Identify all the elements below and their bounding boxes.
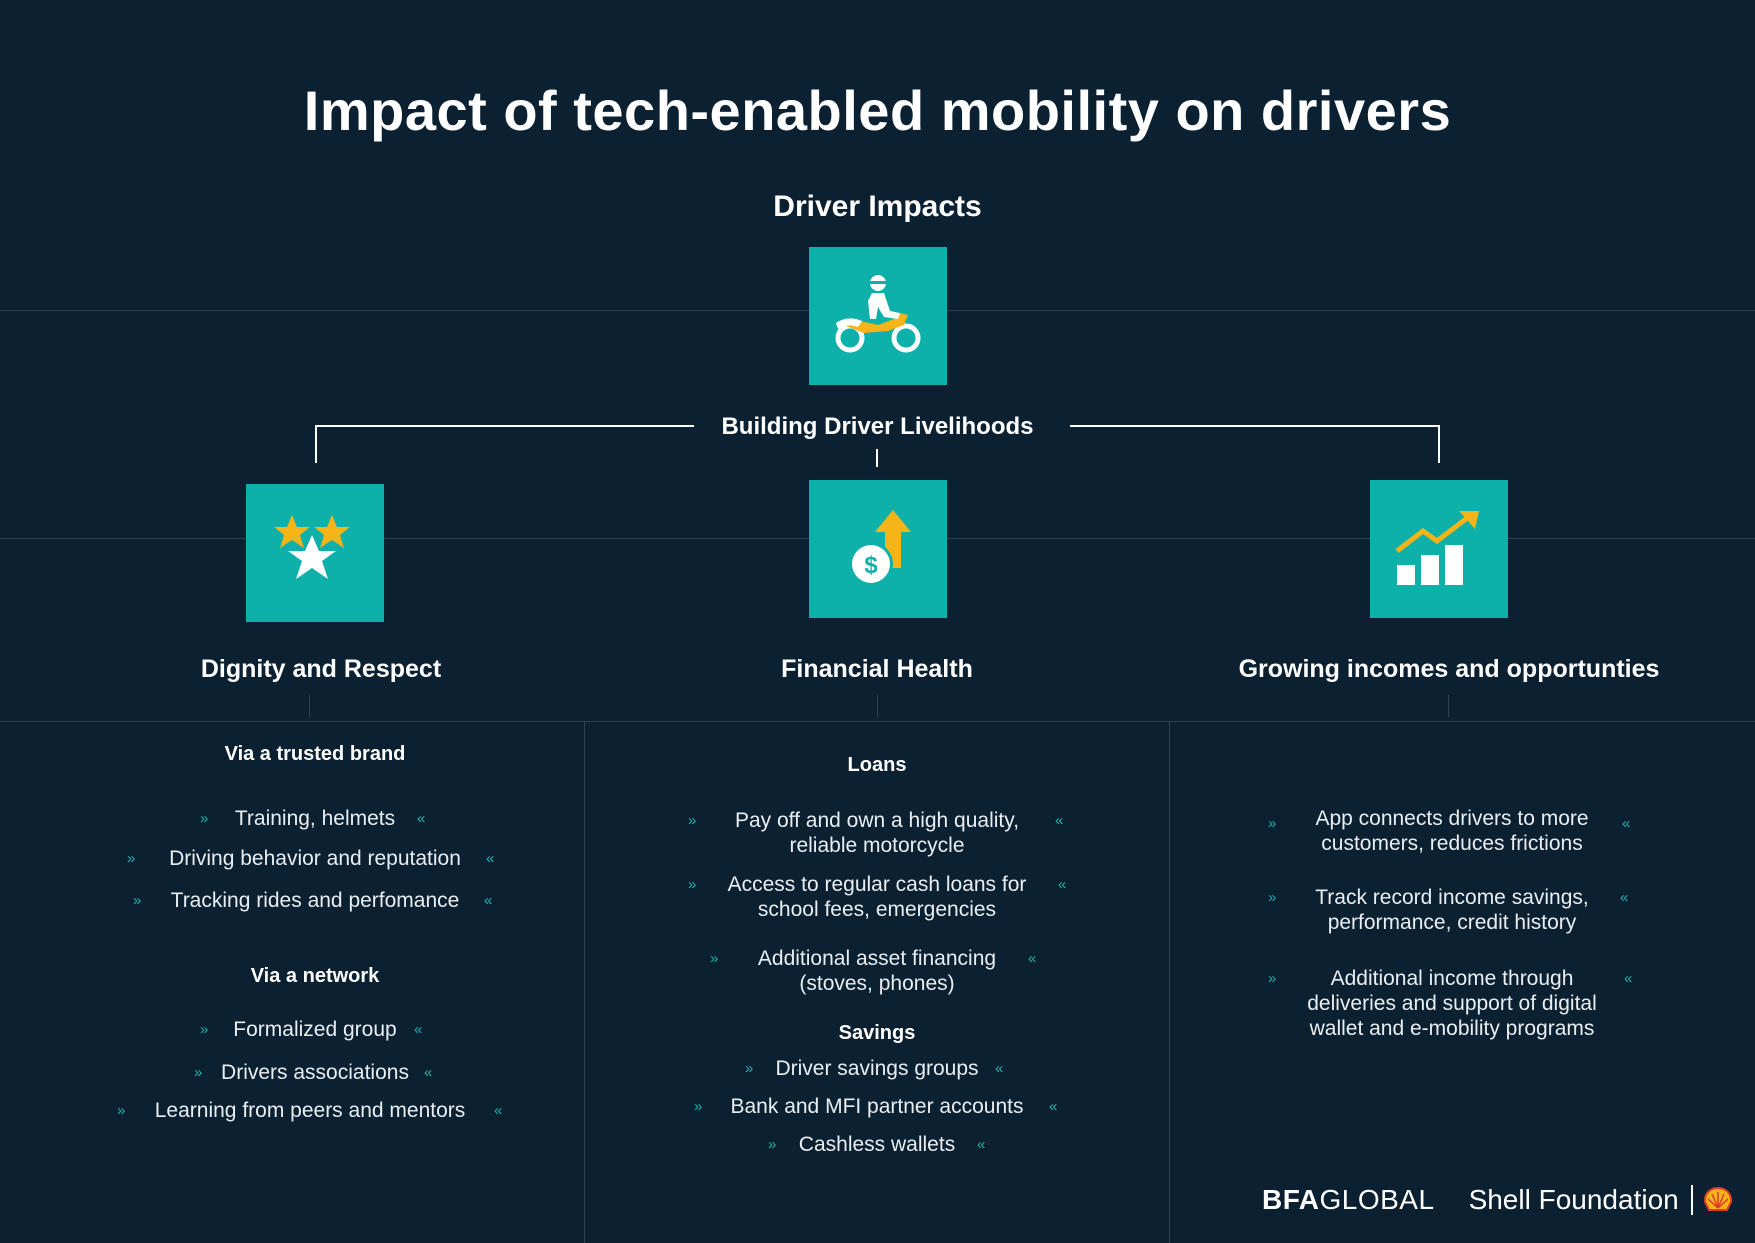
driver-impacts-heading: Driver Impacts [773, 190, 982, 223]
chevron-left-icon: « [486, 850, 495, 867]
chevron-left-icon: « [1620, 889, 1629, 906]
chevron-left-icon: « [484, 892, 493, 909]
category-title-growing: Growing incomes and opportunties [1238, 655, 1660, 683]
chevron-right-icon: » [200, 810, 209, 827]
chevron-left-icon: « [1028, 950, 1037, 967]
bfa-global-logo: BFAGLOBAL [1262, 1184, 1435, 1215]
list-item: Drivers associations [221, 1061, 409, 1084]
chevron-left-icon: « [1624, 970, 1633, 987]
chevron-left-icon: « [1049, 1098, 1058, 1115]
list-item: Learning from peers and mentors [154, 1099, 466, 1122]
chevron-left-icon: « [995, 1060, 1004, 1077]
divider [0, 721, 1755, 722]
bracket-line [315, 425, 317, 463]
list-item: Cashless wallets [798, 1133, 956, 1156]
bracket-line [1070, 425, 1440, 427]
page-title: Impact of tech-enabled mobility on drive… [303, 79, 1452, 142]
chevron-right-icon: » [133, 892, 142, 909]
chevron-right-icon: » [710, 950, 719, 967]
chevron-right-icon: » [768, 1136, 777, 1153]
list-item: Driver savings groups [775, 1057, 979, 1080]
list-item: Driving behavior and reputation [169, 847, 461, 870]
chevron-left-icon: « [414, 1021, 423, 1038]
motorcycle-rider-icon [809, 247, 947, 385]
chevron-right-icon: » [127, 850, 136, 867]
chevron-left-icon: « [424, 1064, 433, 1081]
subheading-savings: Savings [838, 1022, 916, 1044]
chevron-left-icon: « [417, 810, 426, 827]
chevron-right-icon: » [194, 1064, 203, 1081]
list-item: Access to regular cash loans for school … [727, 873, 1027, 921]
chevron-right-icon: » [200, 1021, 209, 1038]
chevron-right-icon: » [688, 812, 697, 829]
list-item: Additional asset financing (stoves, phon… [757, 947, 997, 995]
bar-chart-growth-icon [1370, 480, 1508, 618]
subheading-loans: Loans [847, 754, 907, 776]
list-item: App connects drivers to more customers, … [1315, 807, 1589, 855]
subheading-trusted-brand: Via a trusted brand [224, 743, 406, 765]
list-item: Formalized group [233, 1018, 397, 1041]
list-item: Bank and MFI partner accounts [730, 1095, 1024, 1118]
list-item: Pay off and own a high quality, reliable… [734, 809, 1020, 857]
divider [584, 721, 585, 1243]
chevron-right-icon: » [694, 1098, 703, 1115]
bracket-line [1438, 425, 1440, 463]
chevron-left-icon: « [1055, 812, 1064, 829]
category-title-dignity: Dignity and Respect [200, 655, 442, 683]
chevron-left-icon: « [1622, 815, 1631, 832]
list-item: Additional income through deliveries and… [1307, 967, 1597, 1040]
divider [1169, 721, 1170, 1243]
bracket-line [876, 449, 878, 467]
chevron-left-icon: « [494, 1102, 503, 1119]
chevron-right-icon: » [1268, 889, 1277, 906]
stars-rating-icon [246, 484, 384, 622]
connector-tick [1448, 695, 1449, 717]
list-item: Training, helmets [234, 807, 396, 830]
building-livelihoods-heading: Building Driver Livelihoods [721, 413, 1034, 440]
chevron-right-icon: » [117, 1102, 126, 1119]
chevron-right-icon: » [688, 876, 697, 893]
partner-logos: BFAGLOBAL Shell Foundation [1262, 1180, 1733, 1220]
list-item: Tracking rides and perfomance [170, 889, 460, 912]
chevron-right-icon: » [1268, 970, 1277, 987]
chevron-left-icon: « [1058, 876, 1067, 893]
chevron-left-icon: « [977, 1136, 986, 1153]
shell-pecten-icon [1703, 1186, 1732, 1211]
chevron-right-icon: » [1268, 815, 1277, 832]
chevron-right-icon: » [745, 1060, 754, 1077]
dollar-growth-icon: $ [809, 480, 947, 618]
logo-separator [1690, 1185, 1693, 1215]
connector-tick [877, 695, 878, 717]
connector-tick [309, 695, 310, 717]
list-item: Track record income savings, performance… [1315, 886, 1589, 934]
shell-foundation-logo: Shell Foundation [1468, 1184, 1679, 1215]
category-title-financial: Financial Health [781, 655, 973, 683]
svg-text:$: $ [864, 552, 878, 579]
subheading-network: Via a network [250, 965, 380, 987]
bracket-line [315, 425, 694, 427]
